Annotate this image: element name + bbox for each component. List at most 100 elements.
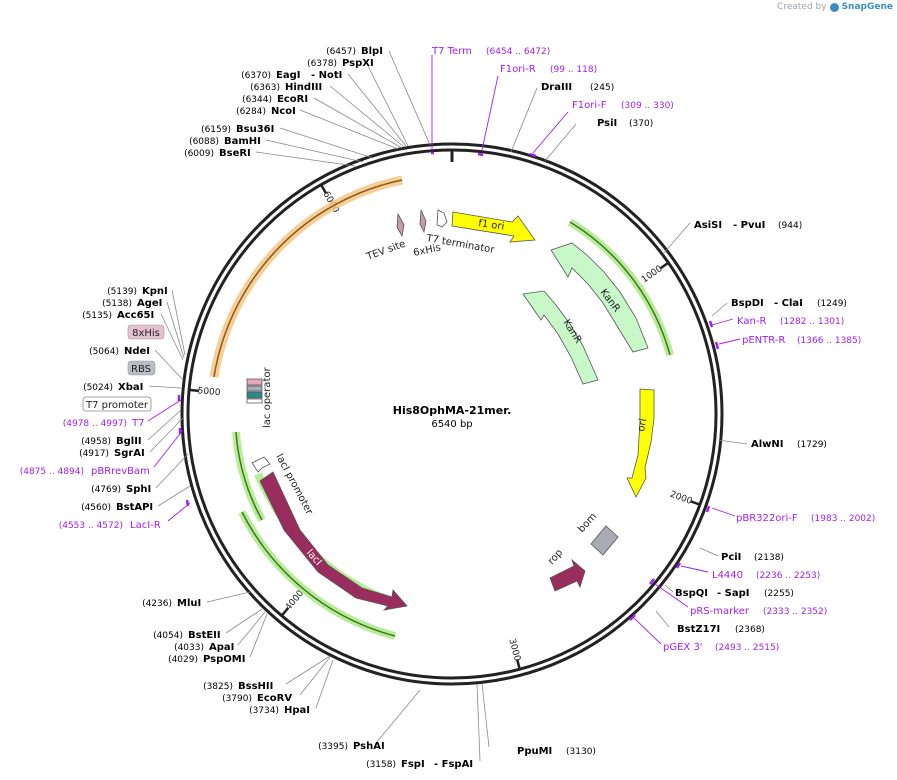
enzyme-draiii[interactable]: DraIII(245) xyxy=(541,82,614,93)
ruler-tick xyxy=(659,262,669,270)
enzyme-acc65i[interactable]: (5135)Acc65I xyxy=(82,310,154,321)
enzyme-hindiii[interactable]: (6363)HindIII xyxy=(250,82,322,93)
enzyme-bspqi[interactable]: BspQI- SapI(2255) xyxy=(675,588,794,599)
svg-text:F1ori-R: F1ori-R xyxy=(500,64,536,75)
svg-text:(6457): (6457) xyxy=(326,47,356,57)
enzyme-ecorv[interactable]: (3790)EcoRV xyxy=(222,693,292,704)
svg-text:(5024): (5024) xyxy=(83,383,113,393)
rop-label: rop xyxy=(546,547,565,567)
enzyme-pshai[interactable]: (3395)PshAI xyxy=(318,741,385,752)
primer-f1ori-f[interactable]: F1ori-F(309 .. 330) xyxy=(572,100,674,111)
svg-text:(944): (944) xyxy=(778,221,802,231)
svg-text:ApaI: ApaI xyxy=(209,642,234,653)
enzyme-pspomi[interactable]: (4029)PspOMI xyxy=(168,654,245,665)
ruler-tick xyxy=(690,500,700,506)
svg-text:(4033): (4033) xyxy=(174,643,204,653)
rop-arrow xyxy=(549,558,586,592)
enzyme-ncoi[interactable]: (6284)NcoI xyxy=(236,106,296,117)
enzyme-pspxi[interactable]: (6378)PspXI xyxy=(307,58,374,69)
primer-l4440[interactable]: L4440 (2236 .. 2253) xyxy=(712,570,820,581)
ori-arrow xyxy=(626,388,655,498)
svg-text:SphI: SphI xyxy=(126,484,151,495)
svg-text:(2236 .. 2253): (2236 .. 2253) xyxy=(756,571,820,581)
enzyme-ppumi[interactable]: PpuMI(3130) xyxy=(517,746,596,757)
svg-text:NdeI: NdeI xyxy=(124,346,150,357)
sixhis-marker xyxy=(419,209,427,234)
svg-text:(2138): (2138) xyxy=(754,553,784,563)
plasmid-backbone xyxy=(180,142,724,686)
svg-text:HindIII: HindIII xyxy=(285,82,322,93)
svg-text:(4553 .. 4572): (4553 .. 4572) xyxy=(59,521,123,531)
enzyme-mlui[interactable]: (4236)MluI xyxy=(142,598,201,609)
svg-text:BstEII: BstEII xyxy=(188,630,221,641)
enzyme-bsu36i[interactable]: (6159)Bsu36I xyxy=(201,124,274,135)
ruler-tick xyxy=(281,607,290,616)
enzyme-xbai[interactable]: (5024)XbaI xyxy=(83,382,143,393)
primer-prs-marker[interactable]: pRS-marker(2333 .. 2352) xyxy=(690,606,827,617)
snapgene-credit: Created by SnapGene xyxy=(777,2,893,12)
svg-text:RBS: RBS xyxy=(131,364,151,375)
svg-text:- FspAI: - FspAI xyxy=(434,759,473,770)
svg-text:(4875 .. 4894): (4875 .. 4894) xyxy=(20,467,84,477)
svg-text:Kan-R: Kan-R xyxy=(737,316,766,327)
svg-text:(2255): (2255) xyxy=(764,589,794,599)
enzyme-asisi[interactable]: AsiSI- PvuI(944) xyxy=(694,220,802,231)
feature-rbs[interactable]: RBS xyxy=(127,360,156,376)
enzyme-ecori[interactable]: (6344)EcoRI xyxy=(242,94,308,105)
enzyme-bspdi[interactable]: BspDI- ClaI(1249) xyxy=(731,298,847,309)
feature-8xhis[interactable]: 8xHis xyxy=(127,324,165,340)
enzyme-psii[interactable]: PsiI(370) xyxy=(597,118,653,129)
enzyme-sphi[interactable]: (4769) SphI xyxy=(91,484,151,495)
enzyme-bamhi[interactable]: (6088)BamHI xyxy=(189,136,261,147)
svg-text:PshAI: PshAI xyxy=(353,741,385,752)
credit-brand: SnapGene xyxy=(841,2,893,12)
svg-text:pBRrevBam: pBRrevBam xyxy=(91,466,150,477)
primer-f1ori-r[interactable]: F1ori-R(99 .. 118) xyxy=(500,64,597,75)
enzyme-pcii[interactable]: PciI(2138) xyxy=(721,552,784,563)
enzyme-bstz17i[interactable]: BstZ17I(2368) xyxy=(677,624,765,635)
enzyme-sgrai[interactable]: (4917)SgrAI xyxy=(79,448,145,459)
enzyme-agei[interactable]: (5138)AgeI xyxy=(102,298,162,309)
svg-text:(3825): (3825) xyxy=(203,682,233,692)
svg-text:SgrAI: SgrAI xyxy=(114,448,145,459)
enzyme-hpai[interactable]: (3734)HpaI xyxy=(249,705,310,716)
enzyme-eagi[interactable]: (6370)EagI- NotI xyxy=(241,70,342,81)
svg-text:DraIII: DraIII xyxy=(541,82,572,93)
enzyme-fspi[interactable]: (3158)FspI- FspAI xyxy=(366,759,473,770)
enzyme-apai[interactable]: (4033) ApaI xyxy=(174,642,234,653)
svg-text:(4769): (4769) xyxy=(91,485,121,495)
enzyme-alwni[interactable]: AlwNI(1729) xyxy=(751,439,827,450)
lacI-promoter-arrow xyxy=(251,456,271,473)
svg-text:(1282 .. 1301): (1282 .. 1301) xyxy=(780,317,844,327)
primer-pbrrevbam[interactable]: (4875 .. 4894) pBRrevBam xyxy=(20,466,150,477)
svg-text:(3158): (3158) xyxy=(366,760,396,770)
svg-text:(2368): (2368) xyxy=(735,625,765,635)
primer-pgex-3[interactable]: pGEX 3'(2493 .. 2515) xyxy=(663,642,779,653)
credit-prefix: Created by xyxy=(777,2,827,12)
sixhis-label: 6xHis xyxy=(412,242,441,259)
svg-text:T7: T7 xyxy=(131,418,144,429)
enzyme-ndei[interactable]: (5064)NdeI xyxy=(89,346,150,357)
primer-laci-r[interactable]: (4553 .. 4572)LacI-R xyxy=(59,520,161,531)
enzyme-bsteii[interactable]: (4054) BstEII xyxy=(153,630,221,641)
enzyme-bsshii[interactable]: (3825)BssHII xyxy=(203,681,273,692)
svg-text:Acc65I: Acc65I xyxy=(117,310,154,321)
feature-t7-promoter[interactable]: T7 promoter xyxy=(82,396,152,412)
enzyme-bseri[interactable]: (6009)BseRI xyxy=(184,148,251,159)
primer-t7[interactable]: (4978 .. 4997)T7 xyxy=(63,418,145,429)
primer-pentr-r[interactable]: pENTR-R(1366 .. 1385) xyxy=(742,335,861,346)
svg-text:HpaI: HpaI xyxy=(284,705,310,716)
enzyme-blpi[interactable]: (6457)BlpI xyxy=(326,46,383,57)
svg-text:(4054): (4054) xyxy=(153,631,183,641)
primer-pbr322ori-f[interactable]: pBR322ori-F(1983 .. 2002) xyxy=(736,513,875,524)
svg-text:(4236): (4236) xyxy=(142,599,172,609)
svg-text:L4440: L4440 xyxy=(712,570,743,581)
svg-text:F1ori-F: F1ori-F xyxy=(572,100,607,111)
svg-text:BseRI: BseRI xyxy=(219,148,251,159)
enzyme-bglii[interactable]: (4958)BglII xyxy=(81,436,142,447)
enzyme-bstapi[interactable]: (4560)BstAPI xyxy=(81,502,153,513)
enzyme-kpni[interactable]: (5139)KpnI xyxy=(107,286,168,297)
primer-kan-r[interactable]: Kan-R (1282 .. 1301) xyxy=(737,316,844,327)
primer-t7-term[interactable]: T7 Term(6454 .. 6472) xyxy=(431,46,550,57)
svg-text:(6454 .. 6472): (6454 .. 6472) xyxy=(486,47,550,57)
